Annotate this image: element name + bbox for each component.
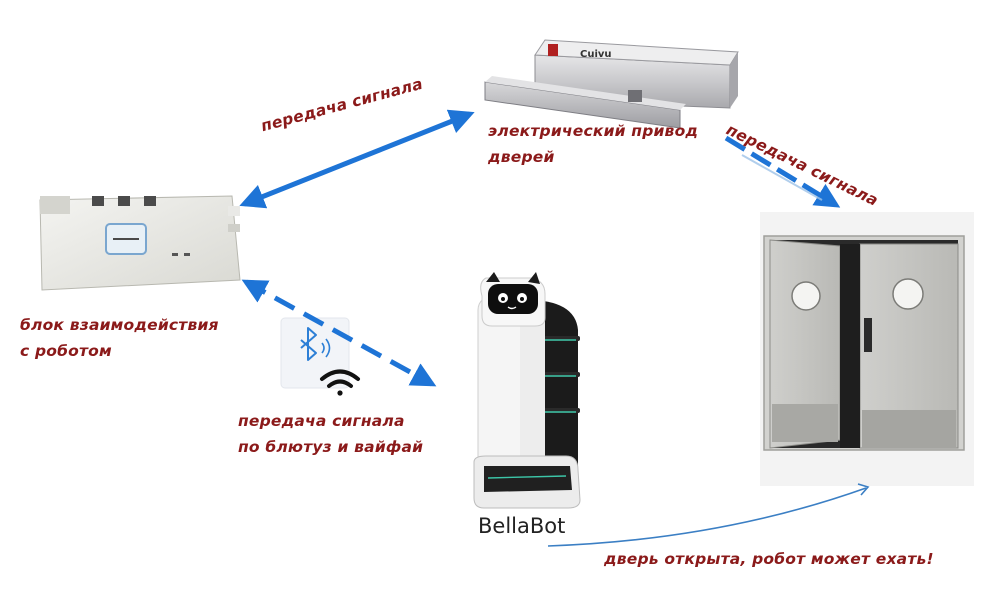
- door-operator-image: Cuivu: [484, 39, 739, 129]
- arrow-unit-to-robot: [241, 279, 437, 387]
- interaction-unit-image: [39, 195, 241, 291]
- wireless-signal-label-line2: по блютуз и вайфай: [238, 438, 424, 456]
- wireless-signal-label-line1: передача сигнала: [238, 412, 405, 430]
- wireless-signal-label: передача сигнала по блютуз и вайфай: [238, 408, 423, 460]
- device-brand: Cuivu: [580, 49, 612, 60]
- bellabot-robot-image: [473, 272, 581, 509]
- door-operator-label-line2: дверей: [488, 148, 555, 166]
- interaction-unit-label: блок взаимодействия с роботом: [20, 312, 219, 364]
- door-operator-label-line1: электрический привод: [488, 122, 699, 140]
- door-open-label: дверь открыта, робот может ехать!: [604, 550, 934, 568]
- arrow-operator-to-door: [724, 135, 841, 208]
- arrow-robot-to-door: [547, 487, 867, 547]
- interaction-unit-label-line1: блок взаимодействия: [20, 316, 219, 334]
- robot-name: BellaBot: [478, 514, 565, 538]
- door-operator-label: электрический привод дверей: [488, 118, 698, 170]
- interaction-unit-label-line2: с роботом: [20, 342, 112, 360]
- door-image: [760, 212, 974, 486]
- bluetooth-box: [280, 317, 350, 389]
- arrow-operator-to-unit: [239, 109, 475, 209]
